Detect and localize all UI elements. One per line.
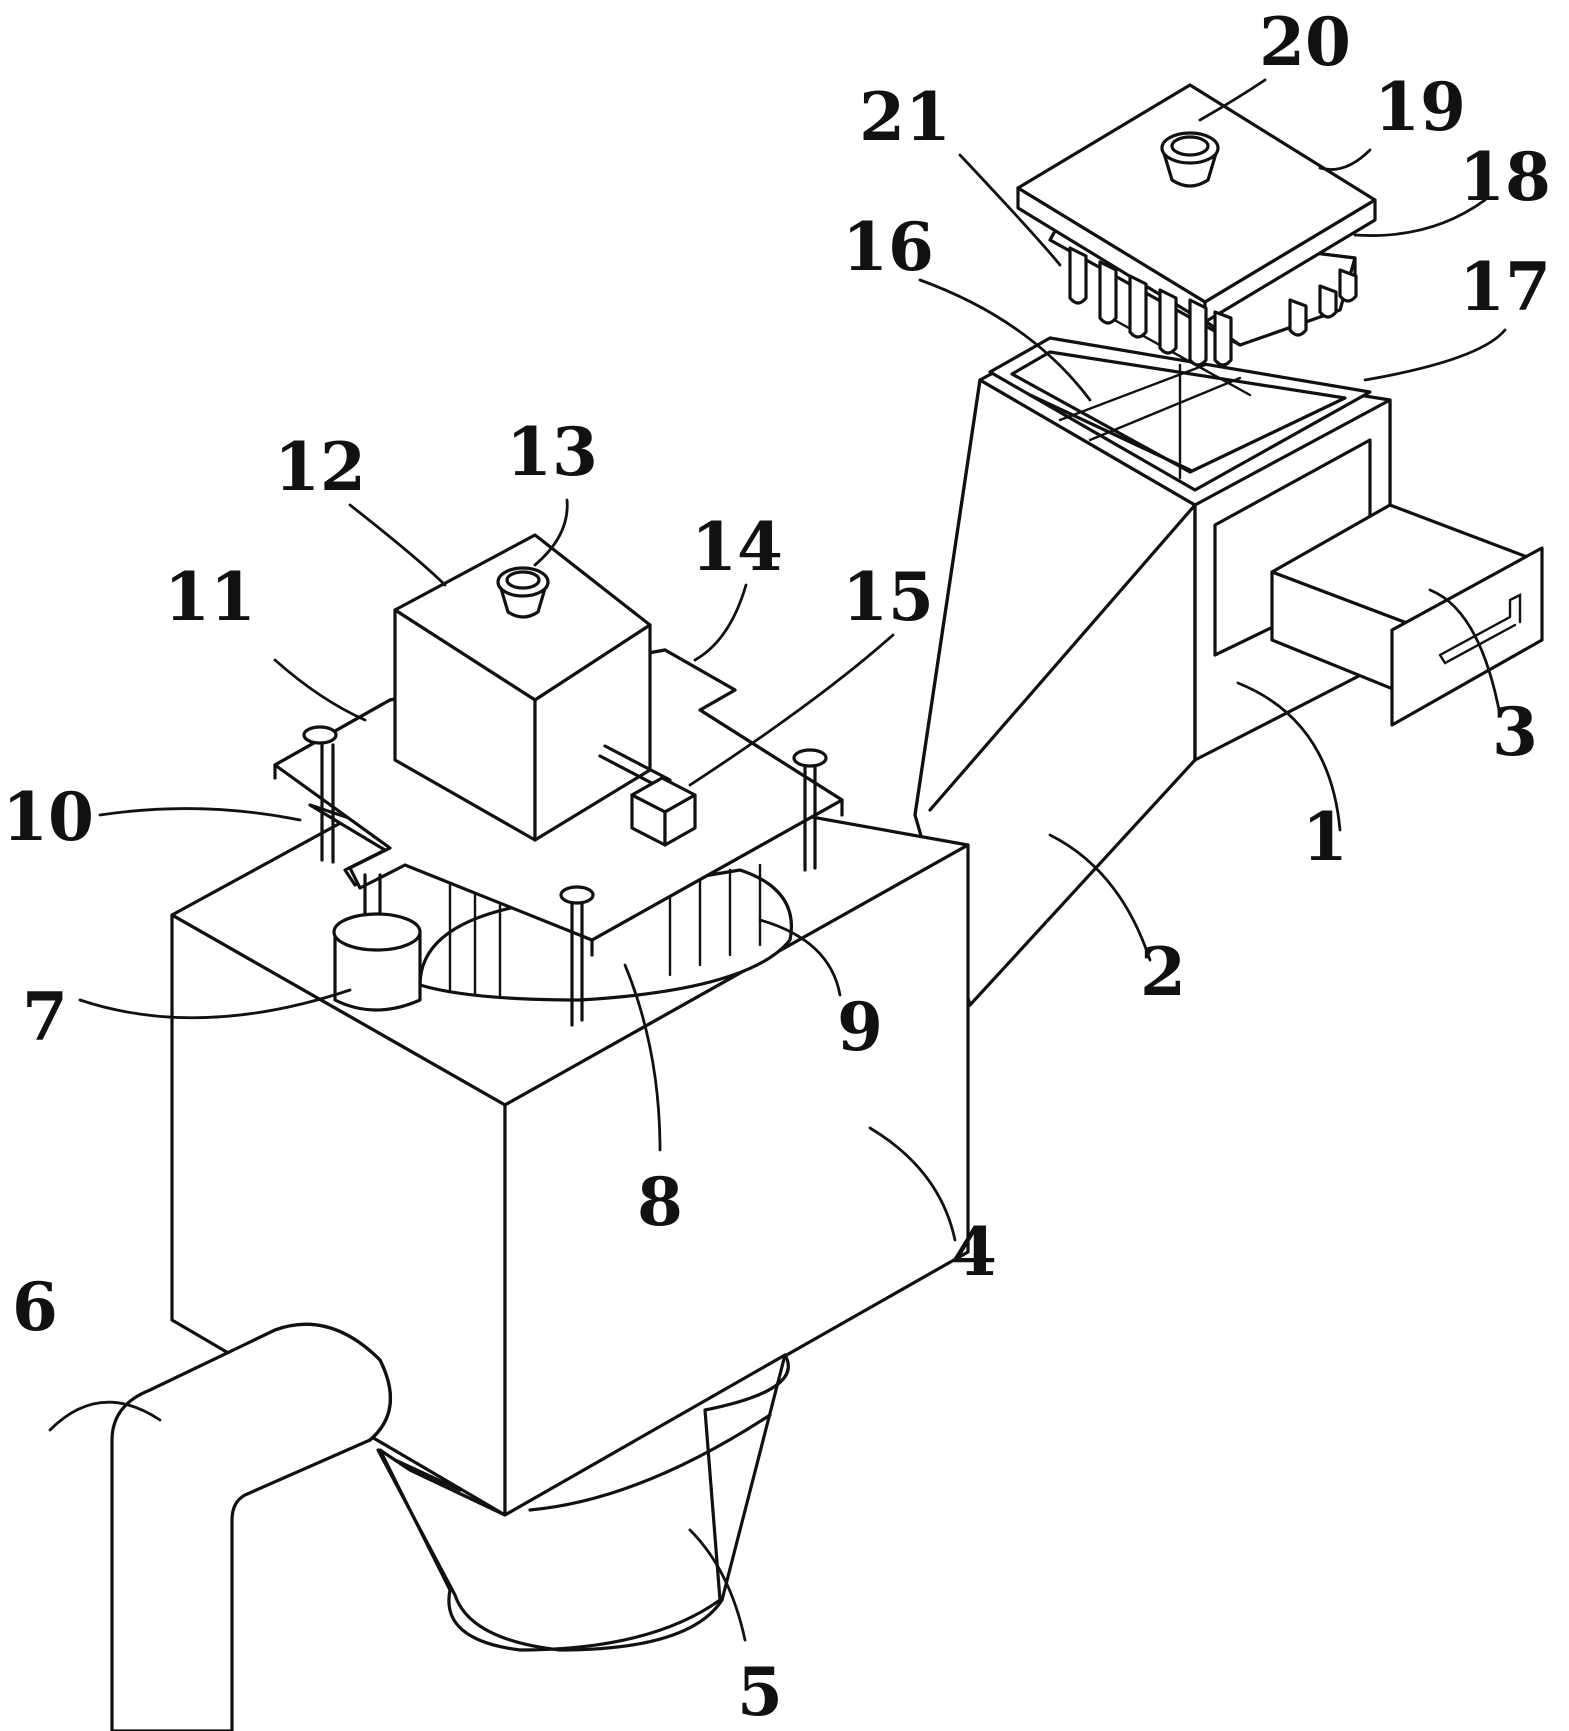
label-20: 20	[1259, 3, 1351, 81]
label-3: 3	[1492, 693, 1538, 771]
label-1: 1	[1302, 798, 1348, 876]
bolts	[302, 725, 828, 1027]
label-17: 17	[1459, 248, 1551, 326]
top-screen-frame	[988, 310, 1372, 492]
label-10: 10	[2, 778, 94, 856]
label-2: 2	[1140, 933, 1186, 1011]
label-16: 16	[842, 208, 934, 286]
label-7: 7	[22, 978, 68, 1056]
label-14: 14	[691, 508, 783, 586]
top-knob	[1160, 131, 1220, 188]
small-block	[598, 744, 697, 847]
label-5: 5	[737, 1653, 783, 1731]
hopper	[376, 1353, 790, 1652]
drawer	[1270, 503, 1544, 727]
label-9: 9	[837, 988, 883, 1066]
label-13: 13	[506, 413, 598, 491]
cube-knob	[496, 566, 550, 619]
label-19: 19	[1374, 68, 1466, 146]
label-8: 8	[637, 1163, 683, 1241]
label-15: 15	[842, 558, 934, 636]
motor	[332, 873, 422, 1012]
spike-row	[1068, 246, 1358, 367]
label-11: 11	[164, 558, 256, 636]
label-4: 4	[951, 1213, 997, 1291]
label-6: 6	[12, 1268, 58, 1346]
label-21: 21	[859, 78, 951, 156]
number-labels: 1 2 3 4 5 6 7 8 9 10 11 12 13 14 15 16 1…	[2, 3, 1551, 1731]
top-lid-assembly	[1016, 83, 1377, 367]
pipe	[110, 1322, 392, 1731]
label-18: 18	[1459, 138, 1551, 216]
label-12: 12	[274, 428, 366, 506]
upper-cube	[393, 533, 652, 842]
leader-lines	[48, 78, 1507, 1642]
